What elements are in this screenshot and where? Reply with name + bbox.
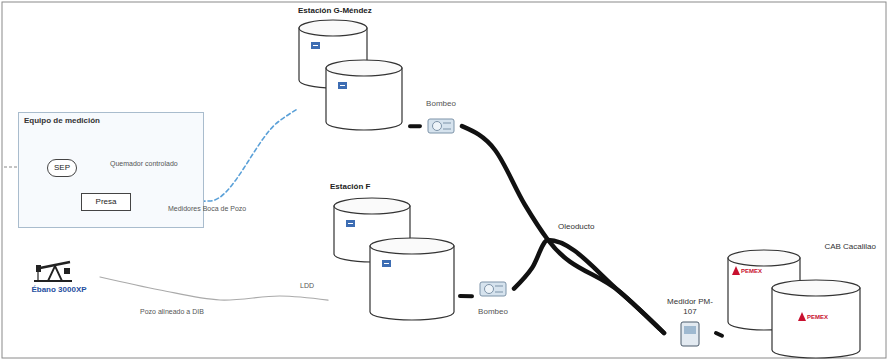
- pumpjack-symbol: [34, 262, 72, 281]
- pump-impeller: [433, 122, 442, 131]
- pumpjack-base: [34, 280, 72, 282]
- terminal-station: CAB Cacalilao: [722, 240, 882, 354]
- tank-roof: [728, 250, 800, 266]
- separator-box: SEP: [47, 159, 77, 177]
- tank-roof: [334, 198, 410, 214]
- tank-body: [326, 68, 402, 130]
- logo-text: PEMEX: [741, 268, 762, 275]
- tank-icon: [382, 260, 391, 267]
- line-tag: LDD: [300, 282, 314, 290]
- pumpjack-frame: [48, 266, 62, 281]
- pump-station: Bombeo: [472, 276, 514, 318]
- node-label: Ébano 3000XP: [31, 285, 86, 295]
- tank-icon: [311, 42, 320, 49]
- pumpjack-beam: [40, 262, 70, 268]
- pump-detail: [495, 292, 503, 293]
- pump-station: Bombeo: [420, 98, 462, 140]
- node-label: Equipo de medición: [24, 116, 100, 126]
- node-label: CAB Cacalilao: [824, 242, 876, 252]
- tank-body: [370, 246, 454, 320]
- logo-mark: [732, 266, 740, 275]
- pump-detail: [443, 123, 451, 124]
- pump-body: [480, 282, 506, 296]
- pumpjack-counterweight: [64, 268, 70, 274]
- well-site: Ébano 3000XP: [18, 258, 100, 296]
- pipeline-connector: [514, 240, 664, 333]
- tank-icon-mark: [348, 223, 353, 224]
- meter-display: [684, 326, 696, 334]
- station-group: Estación F: [328, 180, 460, 318]
- tank-icon-mark: [313, 45, 318, 46]
- tank-roof: [370, 238, 454, 254]
- pumpjack-head: [36, 265, 41, 272]
- pumpjack-rod: [37, 272, 38, 281]
- storage-tank: [370, 238, 454, 320]
- tank-pit-box: Presa: [81, 193, 131, 211]
- tank-roof: [772, 280, 860, 296]
- logo-mark: [798, 312, 806, 321]
- node-label: Estación F: [330, 182, 370, 192]
- pipeline-connector: [462, 126, 664, 333]
- node-label: Bombeo: [426, 99, 456, 109]
- pipeline-connector: [716, 333, 722, 336]
- station-group: Estación G-Méndez: [296, 4, 410, 130]
- tank-roof: [326, 60, 402, 76]
- meter-symbol: [681, 322, 699, 346]
- pump-body: [428, 119, 454, 133]
- node-label: Bombeo: [478, 307, 508, 317]
- pump-impeller: [485, 285, 494, 294]
- pump-symbol: [480, 282, 506, 296]
- connector-label: Oleoducto: [558, 222, 594, 232]
- tank-roof: [299, 20, 367, 36]
- pump-symbol: [428, 119, 454, 133]
- logo-text: PEMEX: [807, 314, 828, 321]
- tank-icon-mark: [384, 263, 389, 264]
- pipeline-connector: [460, 294, 472, 298]
- storage-tank: [326, 60, 402, 130]
- tank-icon-mark: [340, 85, 345, 86]
- pipeline-connector: [410, 124, 420, 128]
- node-label: Presa: [96, 197, 117, 207]
- node-label: SEP: [54, 163, 70, 173]
- node-label: Estación G-Méndez: [298, 6, 372, 16]
- tank-body: [772, 288, 860, 358]
- tank-icon: [346, 220, 355, 227]
- node-label: Medidor PM-107: [664, 297, 716, 316]
- connector-label: Medidores Boca de Pozo: [168, 205, 246, 213]
- pump-detail: [495, 286, 503, 287]
- meter-station: Medidor PM-107: [664, 296, 716, 350]
- connector-label: Pozo alineado a DIB: [140, 308, 204, 316]
- tank-icon: [338, 82, 347, 89]
- storage-tank: [772, 280, 860, 358]
- equipment-label: Quemador controlado: [110, 160, 178, 168]
- pipeline-connector: [100, 277, 328, 300]
- pump-detail: [443, 129, 451, 130]
